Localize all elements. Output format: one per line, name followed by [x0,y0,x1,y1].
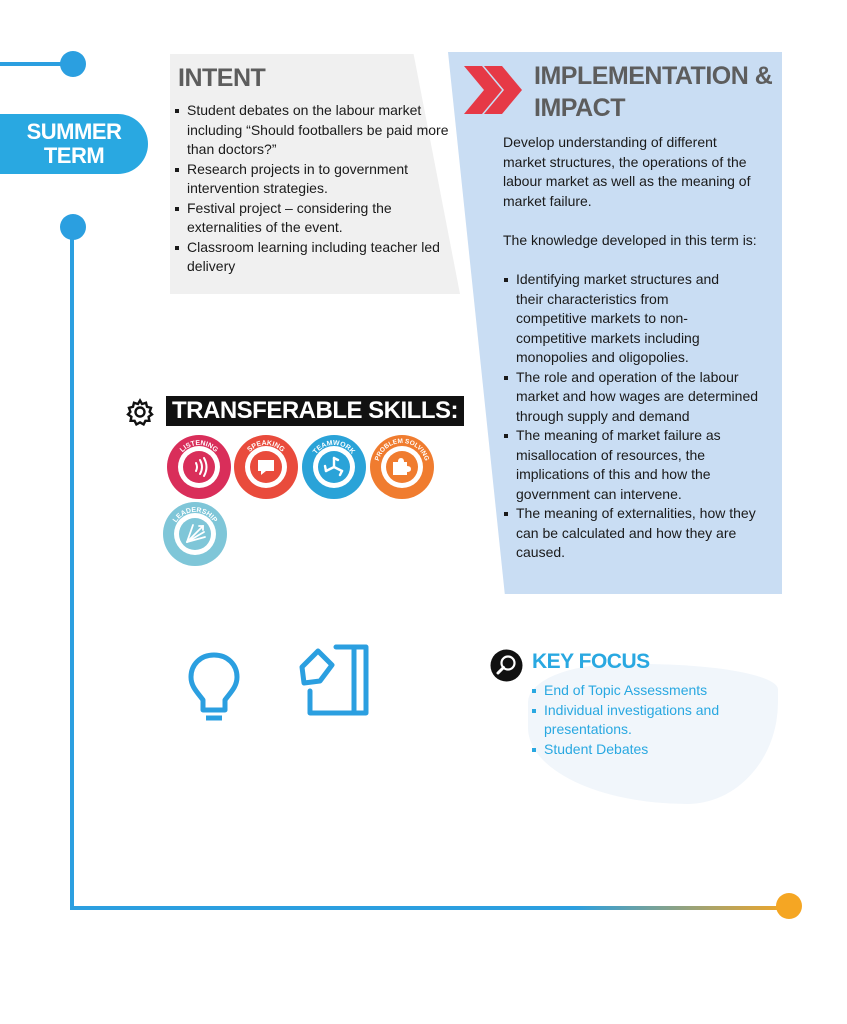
list-item: Individual investigations and presentati… [529,701,764,740]
list-item: Identifying market structures and their … [501,270,781,368]
timeline-top-line [0,62,72,66]
timeline-bottom-line [70,906,790,910]
list-item: Student Debates [529,740,764,760]
gear-icon [126,398,154,426]
leadership-arrows-icon [186,524,206,543]
list-item: Student debates on the labour market inc… [172,101,454,160]
notebook-pen-icon [299,644,369,716]
magnifier-icon [490,649,523,682]
skill-badge-problem-solving: PROBLEM SOLVING [370,435,434,499]
skill-badge-leadership: LEADERSHIP [163,502,227,566]
list-item: Research projects in to government inter… [172,160,454,199]
teamwork-icon [323,456,344,477]
term-line-1: SUMMER [26,119,122,144]
double-chevron-icon [464,66,522,114]
implementation-intro: Develop understanding of different marke… [503,134,751,209]
list-item: The meaning of externalities, how they c… [501,504,781,563]
intent-panel [170,54,460,294]
list-item: Classroom learning including teacher led… [172,238,454,277]
knowledge-lead: The knowledge developed in this term is: [503,232,757,248]
list-item: End of Topic Assessments [529,681,764,701]
speech-bubble-icon [258,460,274,475]
list-item: The role and operation of the labour mar… [501,368,781,427]
knowledge-list: Identifying market structures and their … [501,270,781,563]
sound-waves-icon [195,457,208,477]
timeline-top-dot [60,51,86,77]
skill-badge-teamwork: TEAMWORK [302,435,366,499]
skill-badge-speaking: SPEAKING [234,435,298,499]
implementation-heading: IMPLEMENTATION & IMPACT [534,60,773,124]
term-badge: SUMMER TERM [0,114,148,174]
key-focus-title: KEY FOCUS [532,650,650,673]
intent-list: Student debates on the labour market inc… [172,101,454,277]
list-item: Festival project – considering the exter… [172,199,454,238]
term-line-2: TERM [43,143,105,168]
skill-badge-listening: LISTENING [167,435,231,499]
implementation-heading-line-1: IMPLEMENTATION & [534,62,773,90]
intent-heading: INTENT [178,64,266,92]
lightbulb-icon [188,652,240,721]
implementation-panel [448,52,782,594]
list-item: The meaning of market failure as misallo… [501,426,781,504]
timeline-vertical-line [70,228,74,910]
key-focus-list: End of Topic Assessments Individual inve… [529,681,764,759]
timeline-end-dot [776,893,802,919]
implementation-heading-line-2: IMPACT [534,94,625,122]
skills-title: TRANSFERABLE SKILLS: [166,396,464,426]
puzzle-piece-icon [393,458,411,475]
